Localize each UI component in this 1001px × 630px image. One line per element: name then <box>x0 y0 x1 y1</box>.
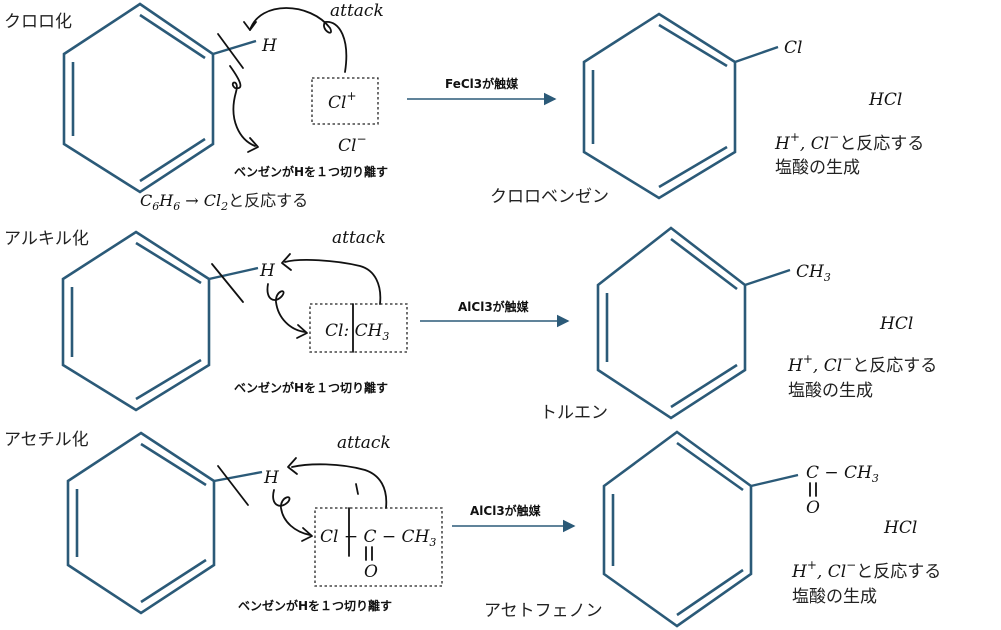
product-name: トルエン <box>540 403 608 423</box>
product-name: アセトフェノン <box>484 601 603 621</box>
reagent-oxygen: O <box>364 562 378 582</box>
hcl-formation: 塩酸の生成 <box>792 587 877 607</box>
benzene-reactant <box>61 230 259 412</box>
benzene-ring <box>582 12 737 200</box>
benzene-ring <box>66 431 216 615</box>
h-atom: H <box>259 261 276 281</box>
note-text: ベンゼンがHを１つ切り離す <box>234 380 388 395</box>
section-chlorination: クロロ化 H attack Cl+ Cl− ベンゼンがHを１つ切り離す C6H6… <box>4 1 924 213</box>
byproduct-hcl: HCl <box>868 90 902 110</box>
reagent-box <box>314 507 443 587</box>
product-name: クロロベンゼン <box>490 187 609 207</box>
catalyst-label: AlCl3が触媒 <box>458 299 530 314</box>
section-title: クロロ化 <box>4 12 72 32</box>
section-title: アルキル化 <box>4 229 89 249</box>
benzene-product <box>596 226 791 420</box>
section-acetylation: アセチル化 H attack Cl − C − CH3 O ベンゼンがHを１つ切… <box>4 430 941 628</box>
product-substituent: Cl <box>784 38 802 58</box>
bond-cut-mark <box>211 263 244 303</box>
reaction-equation: C6H6 → Cl2と反応する <box>140 191 308 213</box>
reagent-formula: Cl − C − CH3 <box>320 527 436 549</box>
electron-arrow <box>272 489 311 536</box>
bond-cut-mark <box>217 465 249 506</box>
product-oxygen: O <box>806 498 820 518</box>
benzene-reactant <box>66 431 263 615</box>
product-substituent: C − CH3 <box>806 463 879 485</box>
hcl-formation: 塩酸の生成 <box>788 381 873 401</box>
reagent-formula: Cl: CH3 <box>325 321 389 343</box>
bond-cut-mark <box>217 33 244 69</box>
benzene-reactant <box>62 2 257 194</box>
attack-arrow <box>249 7 348 73</box>
attack-arrow <box>291 463 388 509</box>
cl-plus: Cl+ <box>328 89 357 113</box>
section-title: アセチル化 <box>4 430 89 450</box>
cl-plus-box <box>311 77 379 125</box>
cl-minus: Cl− <box>338 132 367 156</box>
benzene-ring <box>596 226 747 420</box>
hcl-ions-line: H+, Cl−と反応する <box>791 558 941 582</box>
electron-arrow <box>266 283 306 333</box>
benzene-product <box>582 12 779 200</box>
product-substituent: CH3 <box>796 262 831 284</box>
hcl-ions-line: H+, Cl−と反応する <box>787 352 937 376</box>
benzene-product <box>602 430 799 628</box>
attack-arrow <box>284 259 382 305</box>
hcl-formation: 塩酸の生成 <box>775 158 860 178</box>
h-atom: H <box>261 36 278 56</box>
hcl-ions-line: H+, Cl−と反応する <box>774 130 924 154</box>
electron-arrow <box>229 65 256 147</box>
catalyst-label: FeCl3が触媒 <box>445 76 519 91</box>
benzene-ring <box>62 2 215 194</box>
h-atom: H <box>263 468 280 488</box>
attack-label: attack <box>330 1 384 21</box>
note-text: ベンゼンがHを１つ切り離す <box>234 164 388 179</box>
byproduct-hcl: HCl <box>879 314 913 334</box>
attack-label: attack <box>332 228 386 248</box>
note-text: ベンゼンがHを１つ切り離す <box>238 598 392 613</box>
benzene-ring <box>602 430 753 628</box>
benzene-ring <box>61 230 211 412</box>
attack-label: attack <box>337 433 391 453</box>
catalyst-label: AlCl3が触媒 <box>470 503 542 518</box>
section-alkylation: アルキル化 H attack Cl: CH3 ベンゼンがHを１つ切り離す AlC… <box>4 226 937 423</box>
reagent-box <box>309 303 408 353</box>
byproduct-hcl: HCl <box>883 518 917 538</box>
